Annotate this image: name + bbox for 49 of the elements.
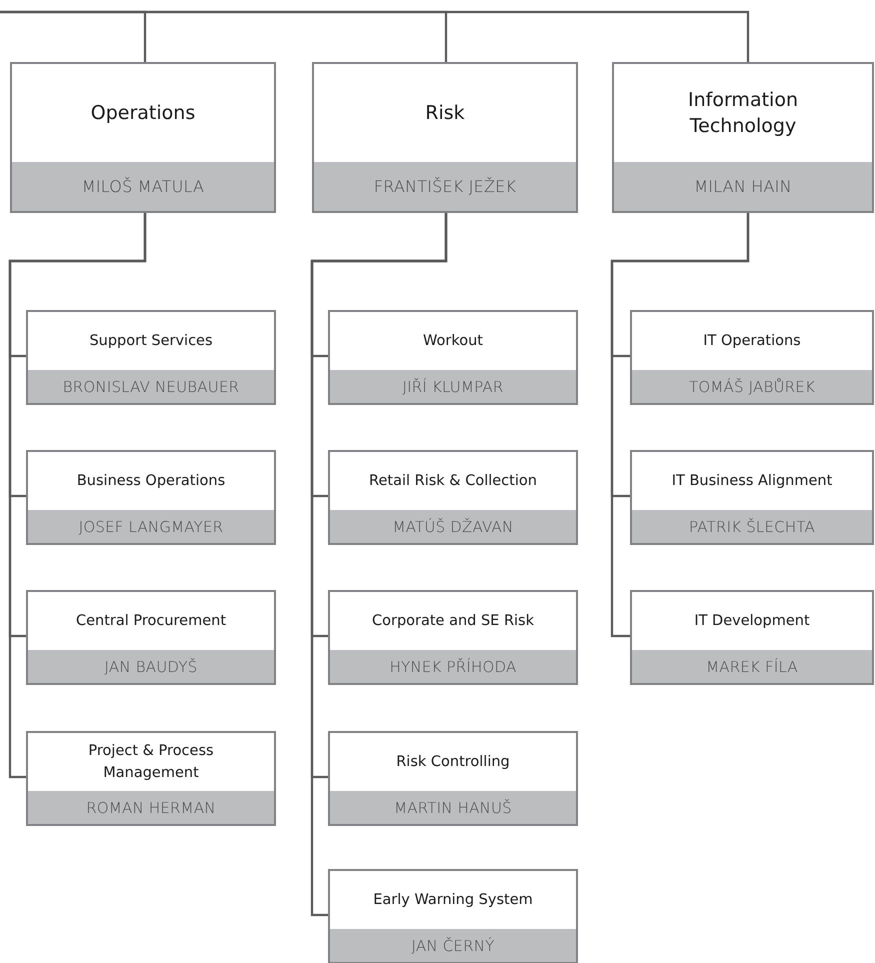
unit-title: Information Technology [687,88,799,139]
person-name: FRANTIŠEK JEŽEK [374,177,516,196]
unit-title: Risk Controlling [396,753,510,772]
org-unit-box [312,62,578,213]
person-name: MARTIN HANUŠ [394,798,512,816]
unit-title: IT Business Alignment [672,472,832,491]
connector-line [0,10,750,62]
person-name: MILOŠ MATULA [82,177,204,196]
org-unit-box [26,731,276,826]
connector-line [610,213,750,638]
org-unit-box [328,869,578,963]
org-unit-box [630,450,874,545]
org-unit-box [10,62,276,213]
person-name: BRONISLAV NEUBAUER [62,378,240,396]
unit-title: Central Procurement [76,612,226,631]
unit-title: IT Development [694,612,810,631]
person-name: MAREK FÍLA [706,658,798,676]
person-name: HYNEK PŘÍHODA [390,658,516,676]
org-unit-box [328,450,578,545]
unit-title: Project & Process Management [87,742,215,783]
unit-title: Risk [425,101,465,126]
org-unit-box [26,590,276,685]
org-unit-box [26,450,276,545]
person-name: JAN ČERNÝ [412,936,494,954]
person-name: MILAN HAIN [694,177,792,196]
org-unit-box [328,310,578,405]
person-name: MATÚŠ DŽAVAN [392,518,514,536]
person-name: TOMÁŠ JABŮREK [688,378,816,396]
unit-title: IT Operations [703,332,801,351]
unit-title: Business Operations [76,472,226,491]
person-name: JAN BAUDYŠ [104,658,198,676]
unit-title: Corporate and SE Risk [372,612,534,631]
person-name: JIŘÍ KLUMPAR [402,378,504,396]
person-name: ROMAN HERMAN [86,798,216,816]
unit-title: Operations [90,101,196,126]
person-name: JOSEF LANGMAYER [78,518,224,536]
connector-line [310,213,448,916]
person-name: PATRIK ŠLECHTA [689,518,815,536]
connector-line [8,213,146,778]
unit-title: Early Warning System [373,891,533,910]
org-unit-box [630,590,874,685]
unit-title: Support Services [89,332,213,351]
unit-title: Workout [423,332,483,351]
unit-title: Retail Risk & Collection [369,472,537,491]
org-unit-box [26,310,276,405]
org-unit-box [630,310,874,405]
org-unit-box [328,731,578,826]
org-unit-box [328,590,578,685]
org-unit-box [612,62,874,213]
